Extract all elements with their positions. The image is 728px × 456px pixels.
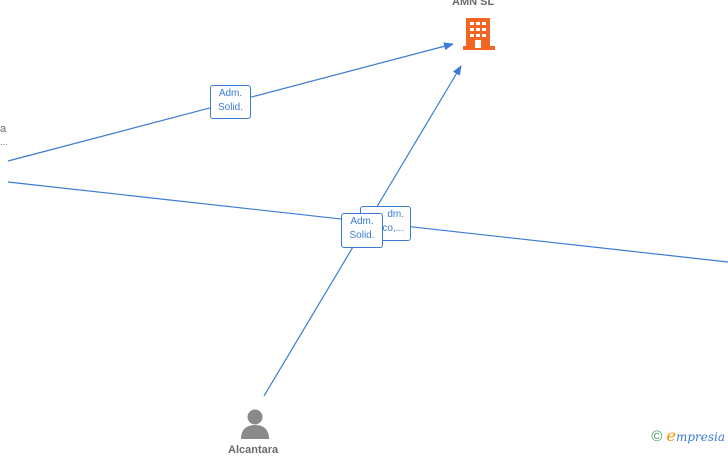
role-tag-back-line2: co,... [382,223,404,234]
brand-logo[interactable]: © empresia [651,426,725,446]
brand-wordmark: empresia [666,426,725,446]
role-tag-front-line2: Solid. [349,230,375,241]
person-label-bottom[interactable]: Alcantara [228,444,279,456]
copyright-icon: © [651,427,663,445]
role-tag-front[interactable]: Adm. Solid. [341,213,383,248]
brand-name: mpresia [675,430,725,444]
role-tag-top-line1: Adm. [218,88,243,99]
person-label-left-line2[interactable]: ... [0,137,8,147]
role-tag-back-line1: dm. [387,209,404,220]
role-tag-top[interactable]: Adm. Solid. [210,85,251,119]
brand-initial: e [666,426,676,445]
role-tag-top-line2: Solid. [217,102,243,113]
company-name[interactable]: AMN SL [452,0,495,8]
role-tag-front-line1: Adm. [350,216,374,227]
person-icon[interactable] [240,408,270,440]
building-icon[interactable] [463,17,495,51]
person-label-left-line1[interactable]: a [0,123,7,135]
